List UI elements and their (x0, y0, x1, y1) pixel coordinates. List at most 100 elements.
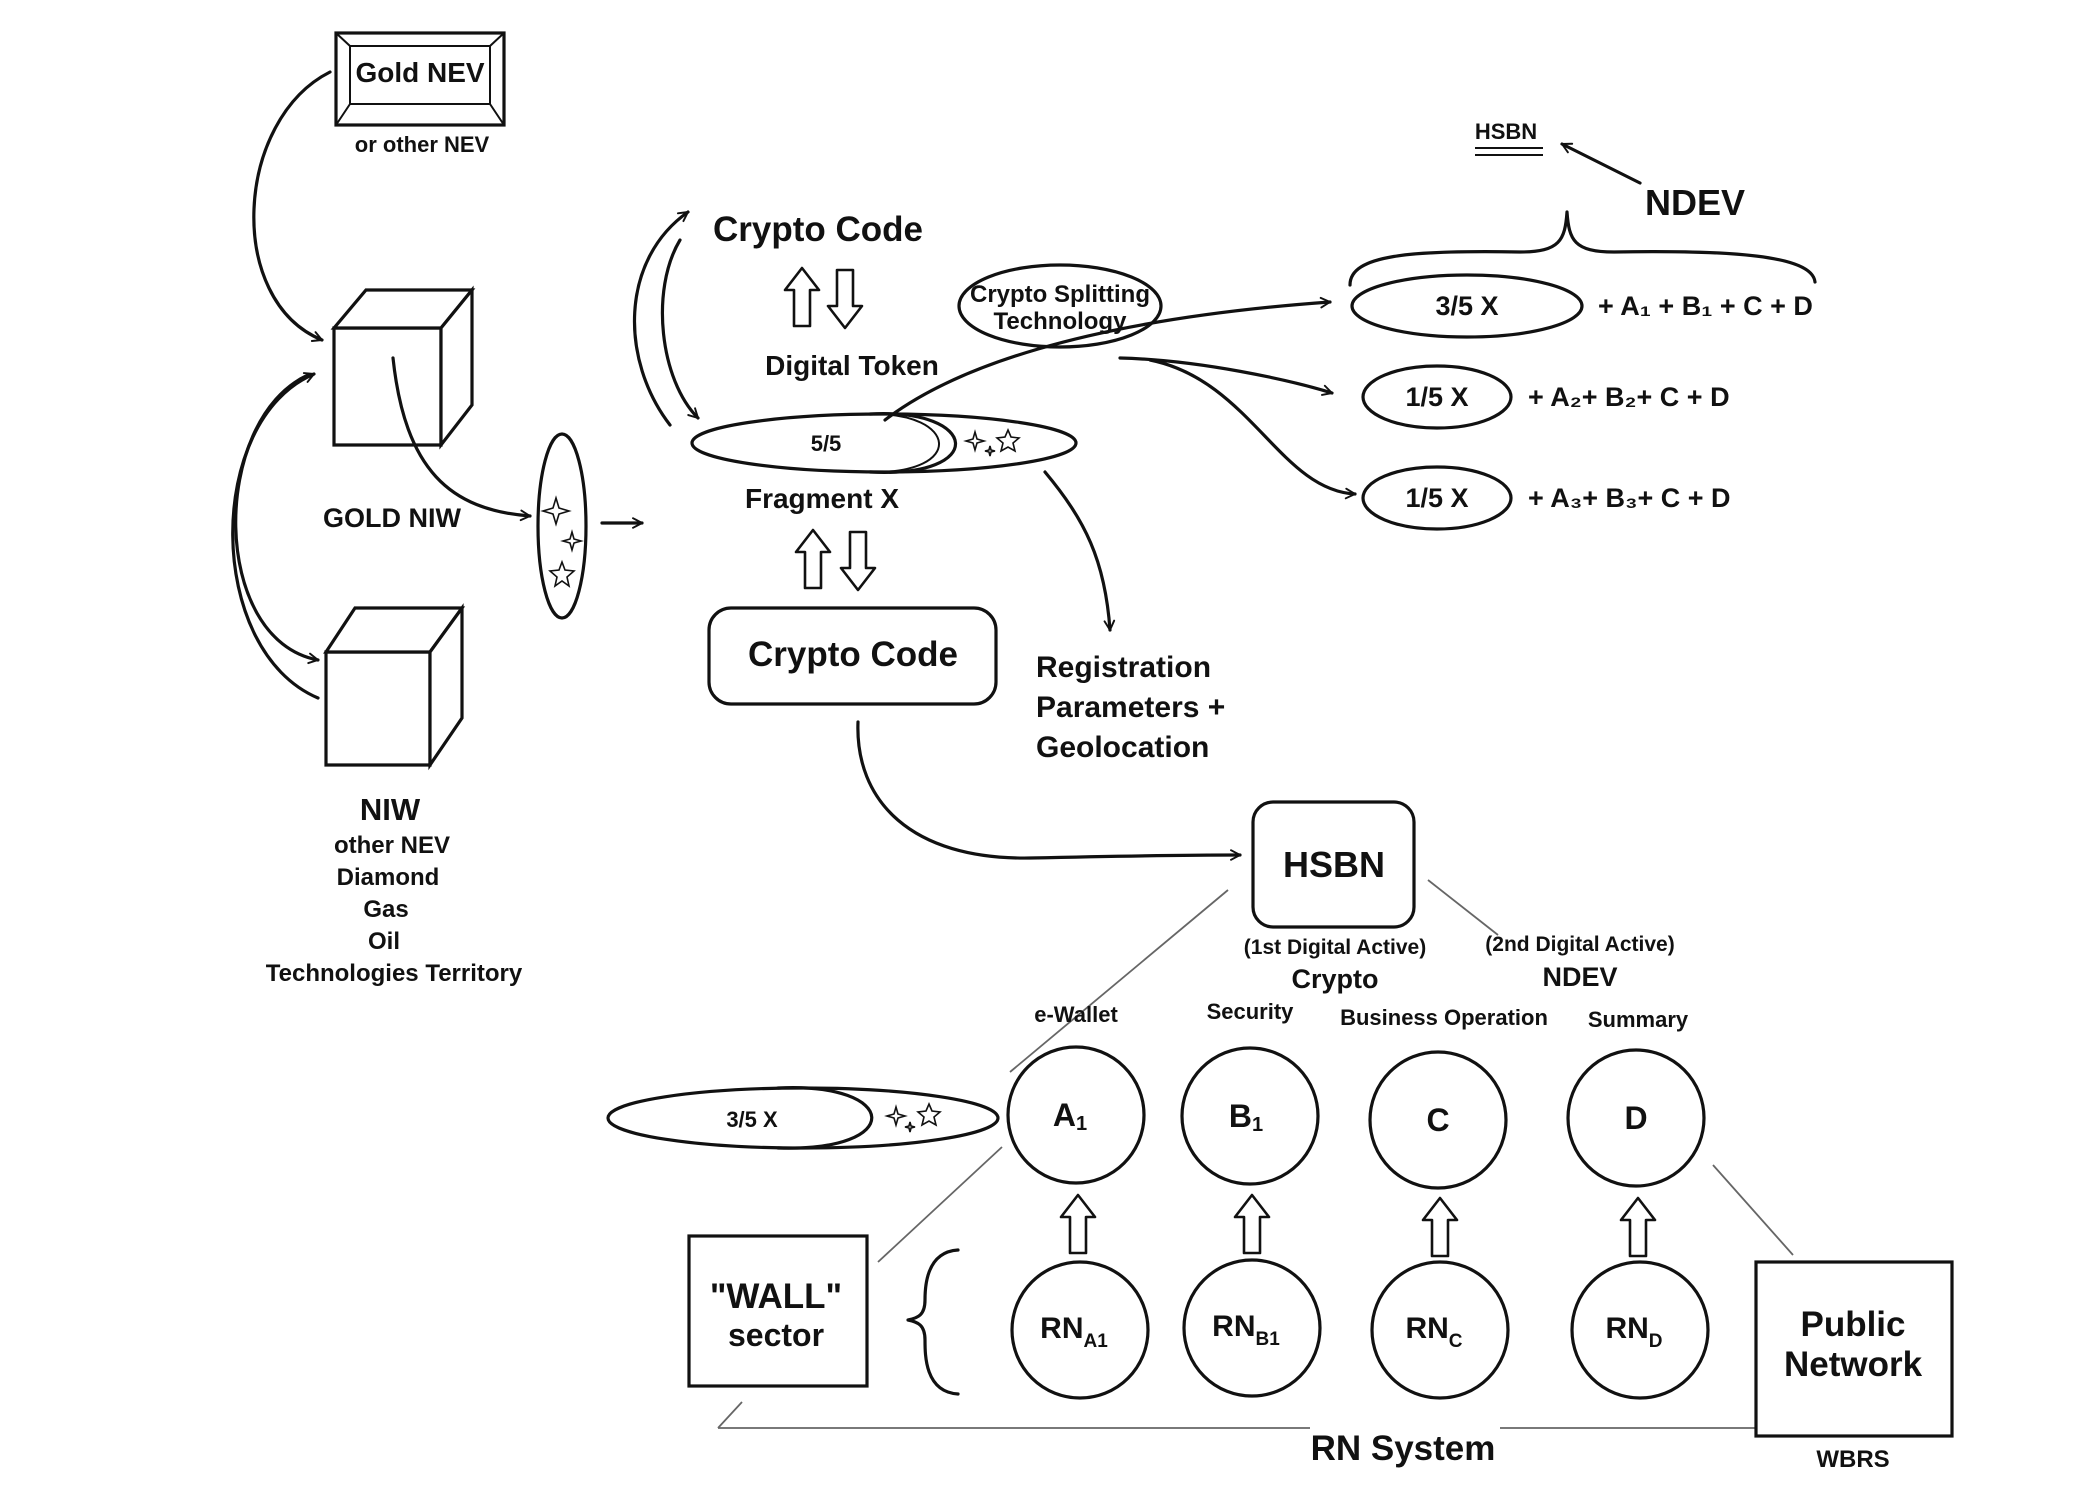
arrow-ndev-to-hsbn (1560, 142, 1642, 185)
arrow-crypto-code-to-hsbn (856, 720, 1242, 861)
hollow-up-arrow-a (1059, 1193, 1097, 1255)
public-network-box: Public Network (1754, 1260, 1954, 1438)
wall-label-2: sector (728, 1317, 824, 1353)
node-circle-b1 (1180, 1046, 1320, 1186)
node-column-a: e-Wallet A1 RNA1 (1006, 1002, 1150, 1400)
split-formula-1: + A₁ + B₁ + C + D (1598, 291, 1813, 321)
node-column-d: Summary D RND (1566, 1007, 1710, 1400)
crypto-label: Crypto (1292, 964, 1379, 994)
ndev-brace (1348, 210, 1817, 287)
split-row-1: 3/5 X + A₁ + B₁ + C + D (1350, 273, 1813, 339)
fragment-x-ellipse: 5/5 (690, 412, 1078, 474)
arrow-gold-nev-to-gold-niw (252, 70, 332, 342)
node-circle-c (1368, 1050, 1508, 1190)
hsbn-small-label: HSBN (1475, 119, 1537, 144)
rn-circle-b1 (1182, 1258, 1322, 1398)
crypto-splitting-ellipse: Crypto Splitting Technology (957, 263, 1163, 349)
small-fragment-ellipse: 3/5 X (606, 1086, 1000, 1150)
public-network-label-2: Network (1784, 1345, 1923, 1384)
wbrs-label: WBRS (1816, 1446, 1889, 1473)
hsbn-box-label: HSBN (1283, 844, 1385, 885)
split-fraction-ellipse-3 (1361, 465, 1513, 531)
first-digital-active-label: (1st Digital Active) (1244, 936, 1426, 959)
rn-system-label: RN System (1311, 1429, 1496, 1468)
node-category-e-wallet: e-Wallet (1034, 1002, 1118, 1027)
niw-item-other-nev: other NEV (334, 832, 450, 859)
split-fraction-2: 1/5 X (1405, 382, 1468, 412)
niw-resource-list: other NEV Diamond Gas Oil Technologies T… (266, 832, 523, 987)
niw-item-oil: Oil (368, 928, 400, 955)
or-other-nev-label: or other NEV (355, 132, 490, 157)
frame-line-left-top (1009, 889, 1229, 1073)
frame-line-wall-corner (717, 1401, 743, 1429)
fragment-x-label: Fragment X (745, 483, 899, 514)
digital-token-label: Digital Token (765, 350, 939, 381)
crypto-code-box-label: Crypto Code (748, 635, 958, 674)
frame-line-right-bottom (1712, 1164, 1794, 1256)
niw-cube (323, 603, 466, 771)
arrow-gold-niw-to-oval (391, 356, 532, 522)
crypto-splitting-label-1: Crypto Splitting (970, 281, 1150, 308)
registration-label-1: Registration (1036, 651, 1211, 684)
split-formula-3: + A₃+ B₃+ C + D (1528, 483, 1731, 513)
node-category-business-operation: Business Operation (1340, 1005, 1548, 1030)
crypto-code-box: Crypto Code (707, 606, 998, 706)
niw-item-technologies-territory: Technologies Territory (266, 960, 523, 987)
small-fragment-label: 3/5 X (726, 1107, 778, 1132)
rn-circle-a1 (1010, 1260, 1150, 1400)
node-column-c: Business Operation C RNC (1340, 1005, 1548, 1400)
arrow-niw-to-gold-niw (231, 372, 320, 700)
gold-niw-cube (330, 285, 476, 450)
split-fraction-3: 1/5 X (1405, 483, 1468, 513)
gold-niw-label: GOLD NIW (323, 503, 461, 533)
hollow-up-arrow-bottom (794, 528, 832, 590)
starred-oval (536, 432, 588, 620)
gold-nev-label: Gold NEV (355, 57, 484, 88)
rn-label-d: RND (1605, 1312, 1662, 1352)
hsbn-box: HSBN (1251, 800, 1416, 929)
split-fraction-ellipse-2 (1361, 364, 1513, 430)
hollow-up-arrow-d (1619, 1196, 1657, 1258)
hollow-up-arrow-c (1421, 1196, 1459, 1258)
arrow-fragment-to-crypto-code (632, 210, 690, 427)
wall-label-1: "WALL" (710, 1277, 842, 1316)
niw-item-gas: Gas (363, 896, 408, 923)
fragment-value-label: 5/5 (811, 431, 842, 456)
niw-item-diamond: Diamond (337, 864, 440, 891)
hollow-up-arrow-b (1233, 1193, 1271, 1255)
node-category-security: Security (1207, 999, 1295, 1024)
rn-label-a1: RNA1 (1040, 1312, 1108, 1352)
arrow-split-1 (883, 296, 1332, 422)
wall-bracket (906, 1248, 960, 1396)
ndev-small-label: NDEV (1542, 962, 1617, 992)
node-circle-a1 (1006, 1045, 1146, 1185)
registration-label-3: Geolocation (1036, 731, 1209, 764)
crypto-code-top-label: Crypto Code (713, 210, 923, 249)
node-label-d: D (1624, 1100, 1647, 1136)
split-row-2: 1/5 X + A₂+ B₂+ C + D (1361, 364, 1730, 430)
public-network-label-1: Public (1800, 1305, 1905, 1344)
frame-line-left-bottom (877, 1146, 1003, 1263)
rn-circle-c (1370, 1260, 1510, 1400)
wall-sector-box: "WALL" sector (687, 1234, 869, 1388)
registration-label-2: Parameters + (1036, 691, 1225, 724)
arrow-fragment-to-registration (1043, 470, 1116, 632)
gold-nev-bar: Gold NEV (334, 31, 506, 127)
ndev-label: NDEV (1645, 182, 1745, 223)
split-fraction-ellipse-1 (1350, 273, 1584, 339)
split-row-3: 1/5 X + A₃+ B₃+ C + D (1361, 465, 1731, 531)
frame-line-right-top (1427, 879, 1499, 936)
rn-label-b1: RNB1 (1212, 1310, 1280, 1350)
split-fraction-1: 3/5 X (1435, 291, 1498, 321)
node-label-a1: A1 (1053, 1097, 1087, 1135)
arrow-split-2 (1118, 356, 1334, 396)
hollow-down-arrow-bottom (839, 530, 877, 592)
hollow-up-arrow-top (783, 266, 821, 328)
node-column-b: Security B1 RNB1 (1180, 999, 1322, 1398)
second-digital-active-label: (2nd Digital Active) (1485, 933, 1674, 956)
node-label-b1: B1 (1229, 1098, 1263, 1136)
crypto-splitting-label-2: Technology (994, 308, 1128, 335)
hollow-down-arrow-top (826, 268, 864, 330)
